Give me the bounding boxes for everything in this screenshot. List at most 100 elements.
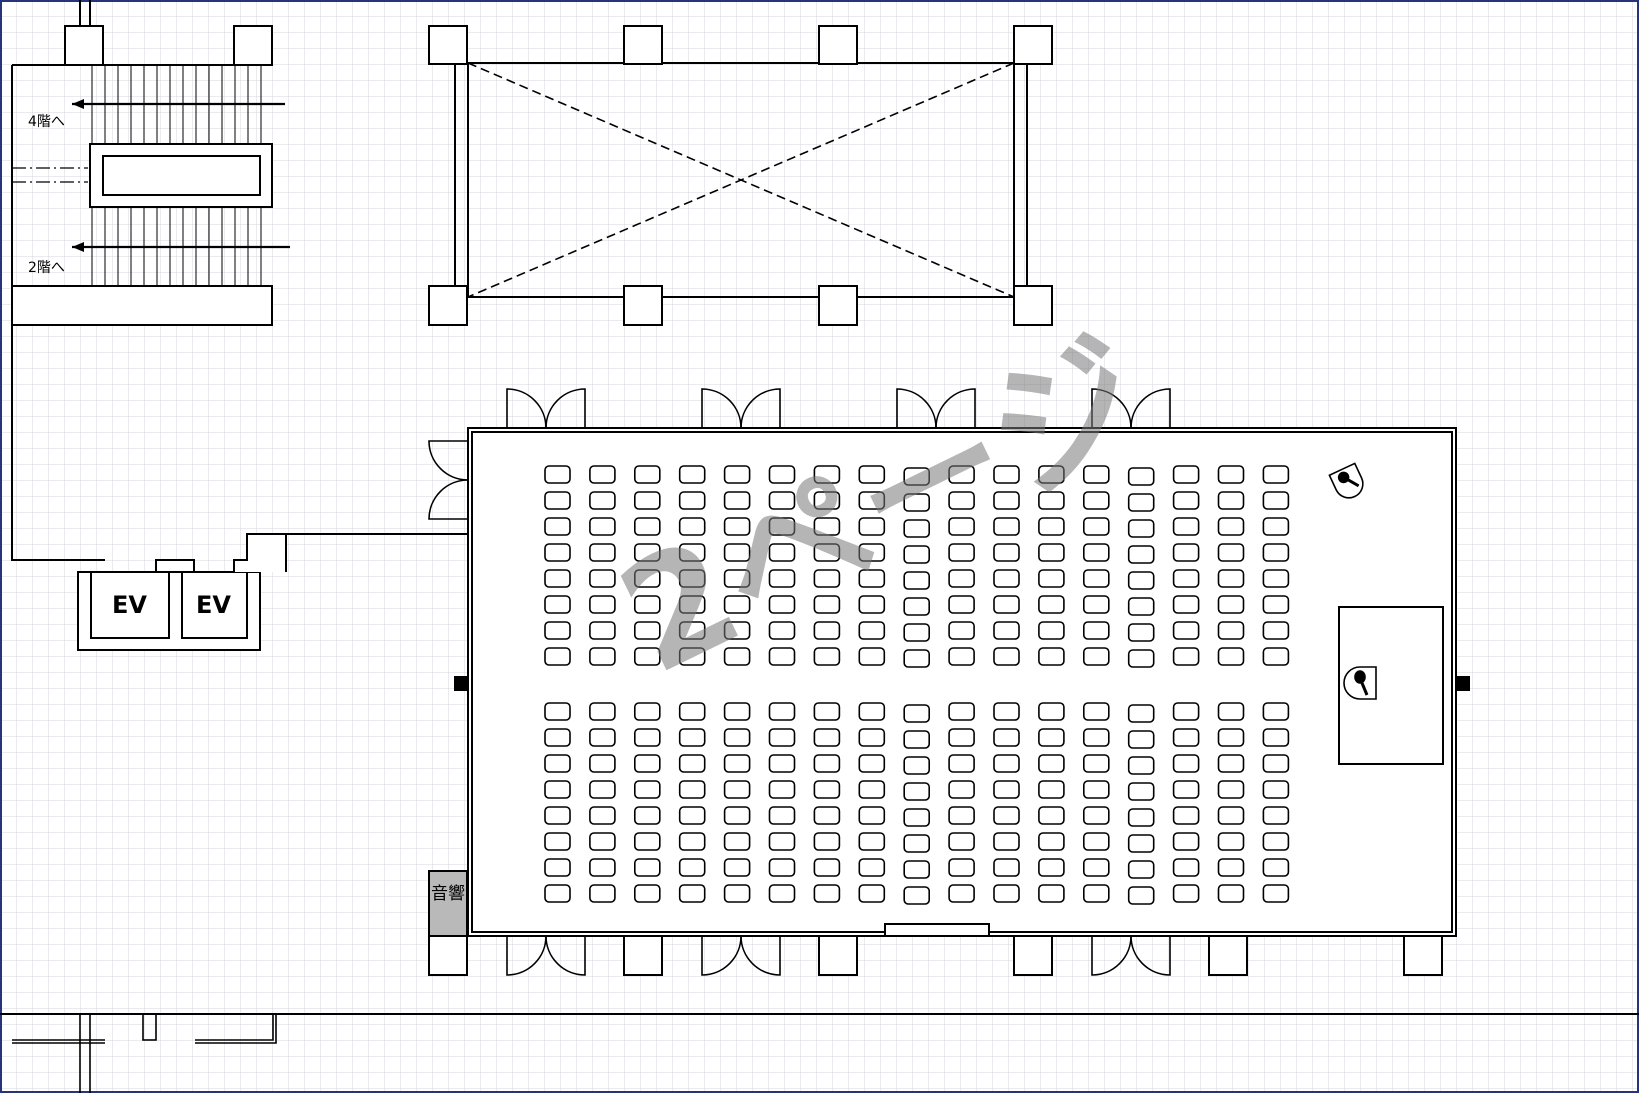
seat: [813, 728, 841, 747]
seat: [948, 517, 975, 536]
seat: [813, 517, 841, 536]
seat: [1083, 728, 1110, 747]
sound-booth: [428, 870, 468, 937]
door: [701, 388, 781, 429]
seat: [723, 517, 751, 536]
seat: [1172, 647, 1200, 666]
seat: [993, 832, 1020, 851]
seat: [723, 569, 751, 588]
seat: [678, 517, 706, 536]
seat: [633, 647, 661, 666]
seat: [1172, 832, 1200, 851]
seat: [813, 884, 841, 903]
door: [1091, 388, 1171, 429]
seat: [589, 569, 616, 588]
seat: [1127, 782, 1155, 801]
seat: [544, 754, 571, 773]
seat: [544, 858, 571, 877]
seat: [1172, 754, 1200, 773]
seat: [1083, 832, 1110, 851]
seat: [768, 621, 796, 640]
seat: [903, 623, 931, 642]
seat: [633, 517, 661, 536]
seat: [993, 884, 1020, 903]
seat: [1083, 621, 1110, 640]
seat: [723, 754, 751, 773]
seat: [768, 832, 796, 851]
seat: [678, 832, 706, 851]
seat: [1172, 728, 1200, 747]
seat: [948, 491, 975, 510]
seat: [813, 543, 841, 562]
seat: [1262, 754, 1290, 773]
seat: [813, 806, 841, 825]
seat: [1217, 465, 1245, 484]
seat: [1083, 754, 1110, 773]
seat: [903, 756, 931, 775]
seat: [993, 754, 1020, 773]
seat: [1127, 545, 1155, 564]
seat: [993, 569, 1020, 588]
seat: [1262, 569, 1290, 588]
seat: [544, 543, 571, 562]
seat: [948, 569, 975, 588]
seat: [1127, 493, 1155, 512]
seat: [723, 728, 751, 747]
seat: [544, 728, 571, 747]
seat: [1083, 517, 1110, 536]
seat: [723, 465, 751, 484]
seat: [544, 517, 571, 536]
seat: [1262, 621, 1290, 640]
seat: [1038, 543, 1065, 562]
seat: [1172, 491, 1200, 510]
seat: [1038, 517, 1065, 536]
seat: [813, 858, 841, 877]
seat: [589, 465, 616, 484]
seat: [948, 621, 975, 640]
seat: [768, 728, 796, 747]
seat: [678, 491, 706, 510]
seat: [903, 834, 931, 853]
seat: [678, 621, 706, 640]
seat: [633, 754, 661, 773]
seat: [1262, 465, 1290, 484]
seat: [1083, 780, 1110, 799]
hall: [428, 427, 1470, 976]
seat: [1038, 491, 1065, 510]
seat: [813, 832, 841, 851]
seat: [858, 569, 886, 588]
seat: [768, 647, 796, 666]
seat: [1083, 858, 1110, 877]
seat: [589, 858, 616, 877]
seat: [858, 754, 886, 773]
seat: [1217, 517, 1245, 536]
seat: [1262, 884, 1290, 903]
seat: [678, 780, 706, 799]
seat: [948, 702, 975, 721]
seat: [678, 569, 706, 588]
seat: [1127, 623, 1155, 642]
seat: [948, 858, 975, 877]
seat: [993, 543, 1020, 562]
seat: [1127, 467, 1155, 486]
seat: [723, 647, 751, 666]
seat: [768, 595, 796, 614]
seat: [1217, 595, 1245, 614]
seat: [1038, 728, 1065, 747]
seat: [813, 465, 841, 484]
seat: [1172, 465, 1200, 484]
seat: [1038, 595, 1065, 614]
seat: [1038, 806, 1065, 825]
seat: [858, 780, 886, 799]
seat: [903, 808, 931, 827]
seat: [1038, 858, 1065, 877]
seat: [1127, 860, 1155, 879]
seat: [813, 621, 841, 640]
microphone-icon: [1343, 666, 1377, 700]
seat: [633, 491, 661, 510]
seat: [813, 569, 841, 588]
seat: [948, 647, 975, 666]
seat: [1127, 519, 1155, 538]
seat: [858, 702, 886, 721]
